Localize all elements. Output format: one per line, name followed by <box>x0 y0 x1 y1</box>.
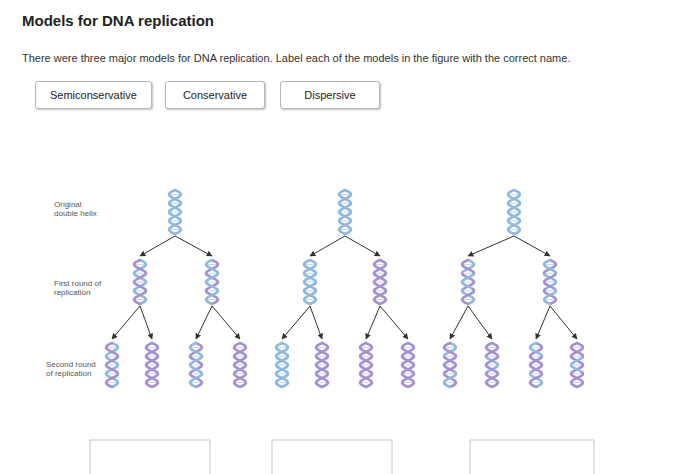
chip-text: Dispersive <box>304 89 355 101</box>
arrow <box>282 306 310 339</box>
arrow <box>175 236 212 256</box>
double-helix <box>508 190 520 234</box>
arrow <box>550 306 577 339</box>
double-helix <box>571 343 583 387</box>
double-helix <box>530 343 542 387</box>
row-label: First round of replication <box>54 279 106 297</box>
row-label: Second round of replication <box>46 360 98 378</box>
arrow <box>536 306 550 339</box>
double-helix <box>316 343 328 387</box>
double-helix <box>339 190 351 234</box>
double-helix <box>206 260 218 304</box>
arrow <box>140 306 152 339</box>
arrow <box>140 236 175 256</box>
double-helix <box>190 343 202 387</box>
double-helix <box>402 343 414 387</box>
double-helix <box>134 260 146 304</box>
chip-text: Conservative <box>183 89 247 101</box>
double-helix <box>374 260 386 304</box>
double-helix <box>276 343 288 387</box>
arrow <box>345 236 380 256</box>
arrow <box>310 306 322 339</box>
arrow <box>212 306 240 339</box>
arrow <box>310 236 345 256</box>
arrow <box>468 236 514 256</box>
double-helix <box>106 343 118 387</box>
answer-box <box>470 440 594 474</box>
row-label: Original double helix <box>54 200 106 218</box>
answer-box <box>272 440 392 474</box>
arrow <box>196 306 212 339</box>
label-chip: Dispersive <box>280 81 380 109</box>
double-helix <box>462 260 474 304</box>
arrow <box>366 306 380 339</box>
double-helix <box>360 343 372 387</box>
double-helix <box>234 343 246 387</box>
chip-text: Semiconservative <box>50 89 137 101</box>
double-helix <box>146 343 158 387</box>
arrow <box>468 306 492 339</box>
page-title: Models for DNA replication <box>22 12 214 29</box>
arrow <box>450 306 468 339</box>
dna-helices <box>106 190 583 387</box>
arrow <box>112 306 140 339</box>
double-helix <box>486 343 498 387</box>
answer-box <box>90 440 210 474</box>
double-helix <box>544 260 556 304</box>
instruction-text: There were three major models for DNA re… <box>22 52 682 64</box>
replication-arrows <box>112 236 577 339</box>
label-chip: Semiconservative <box>35 81 152 109</box>
double-helix <box>169 190 181 234</box>
label-chip: Conservative <box>165 81 265 109</box>
arrow <box>380 306 408 339</box>
arrow <box>514 236 550 256</box>
double-helix <box>444 343 456 387</box>
double-helix <box>304 260 316 304</box>
